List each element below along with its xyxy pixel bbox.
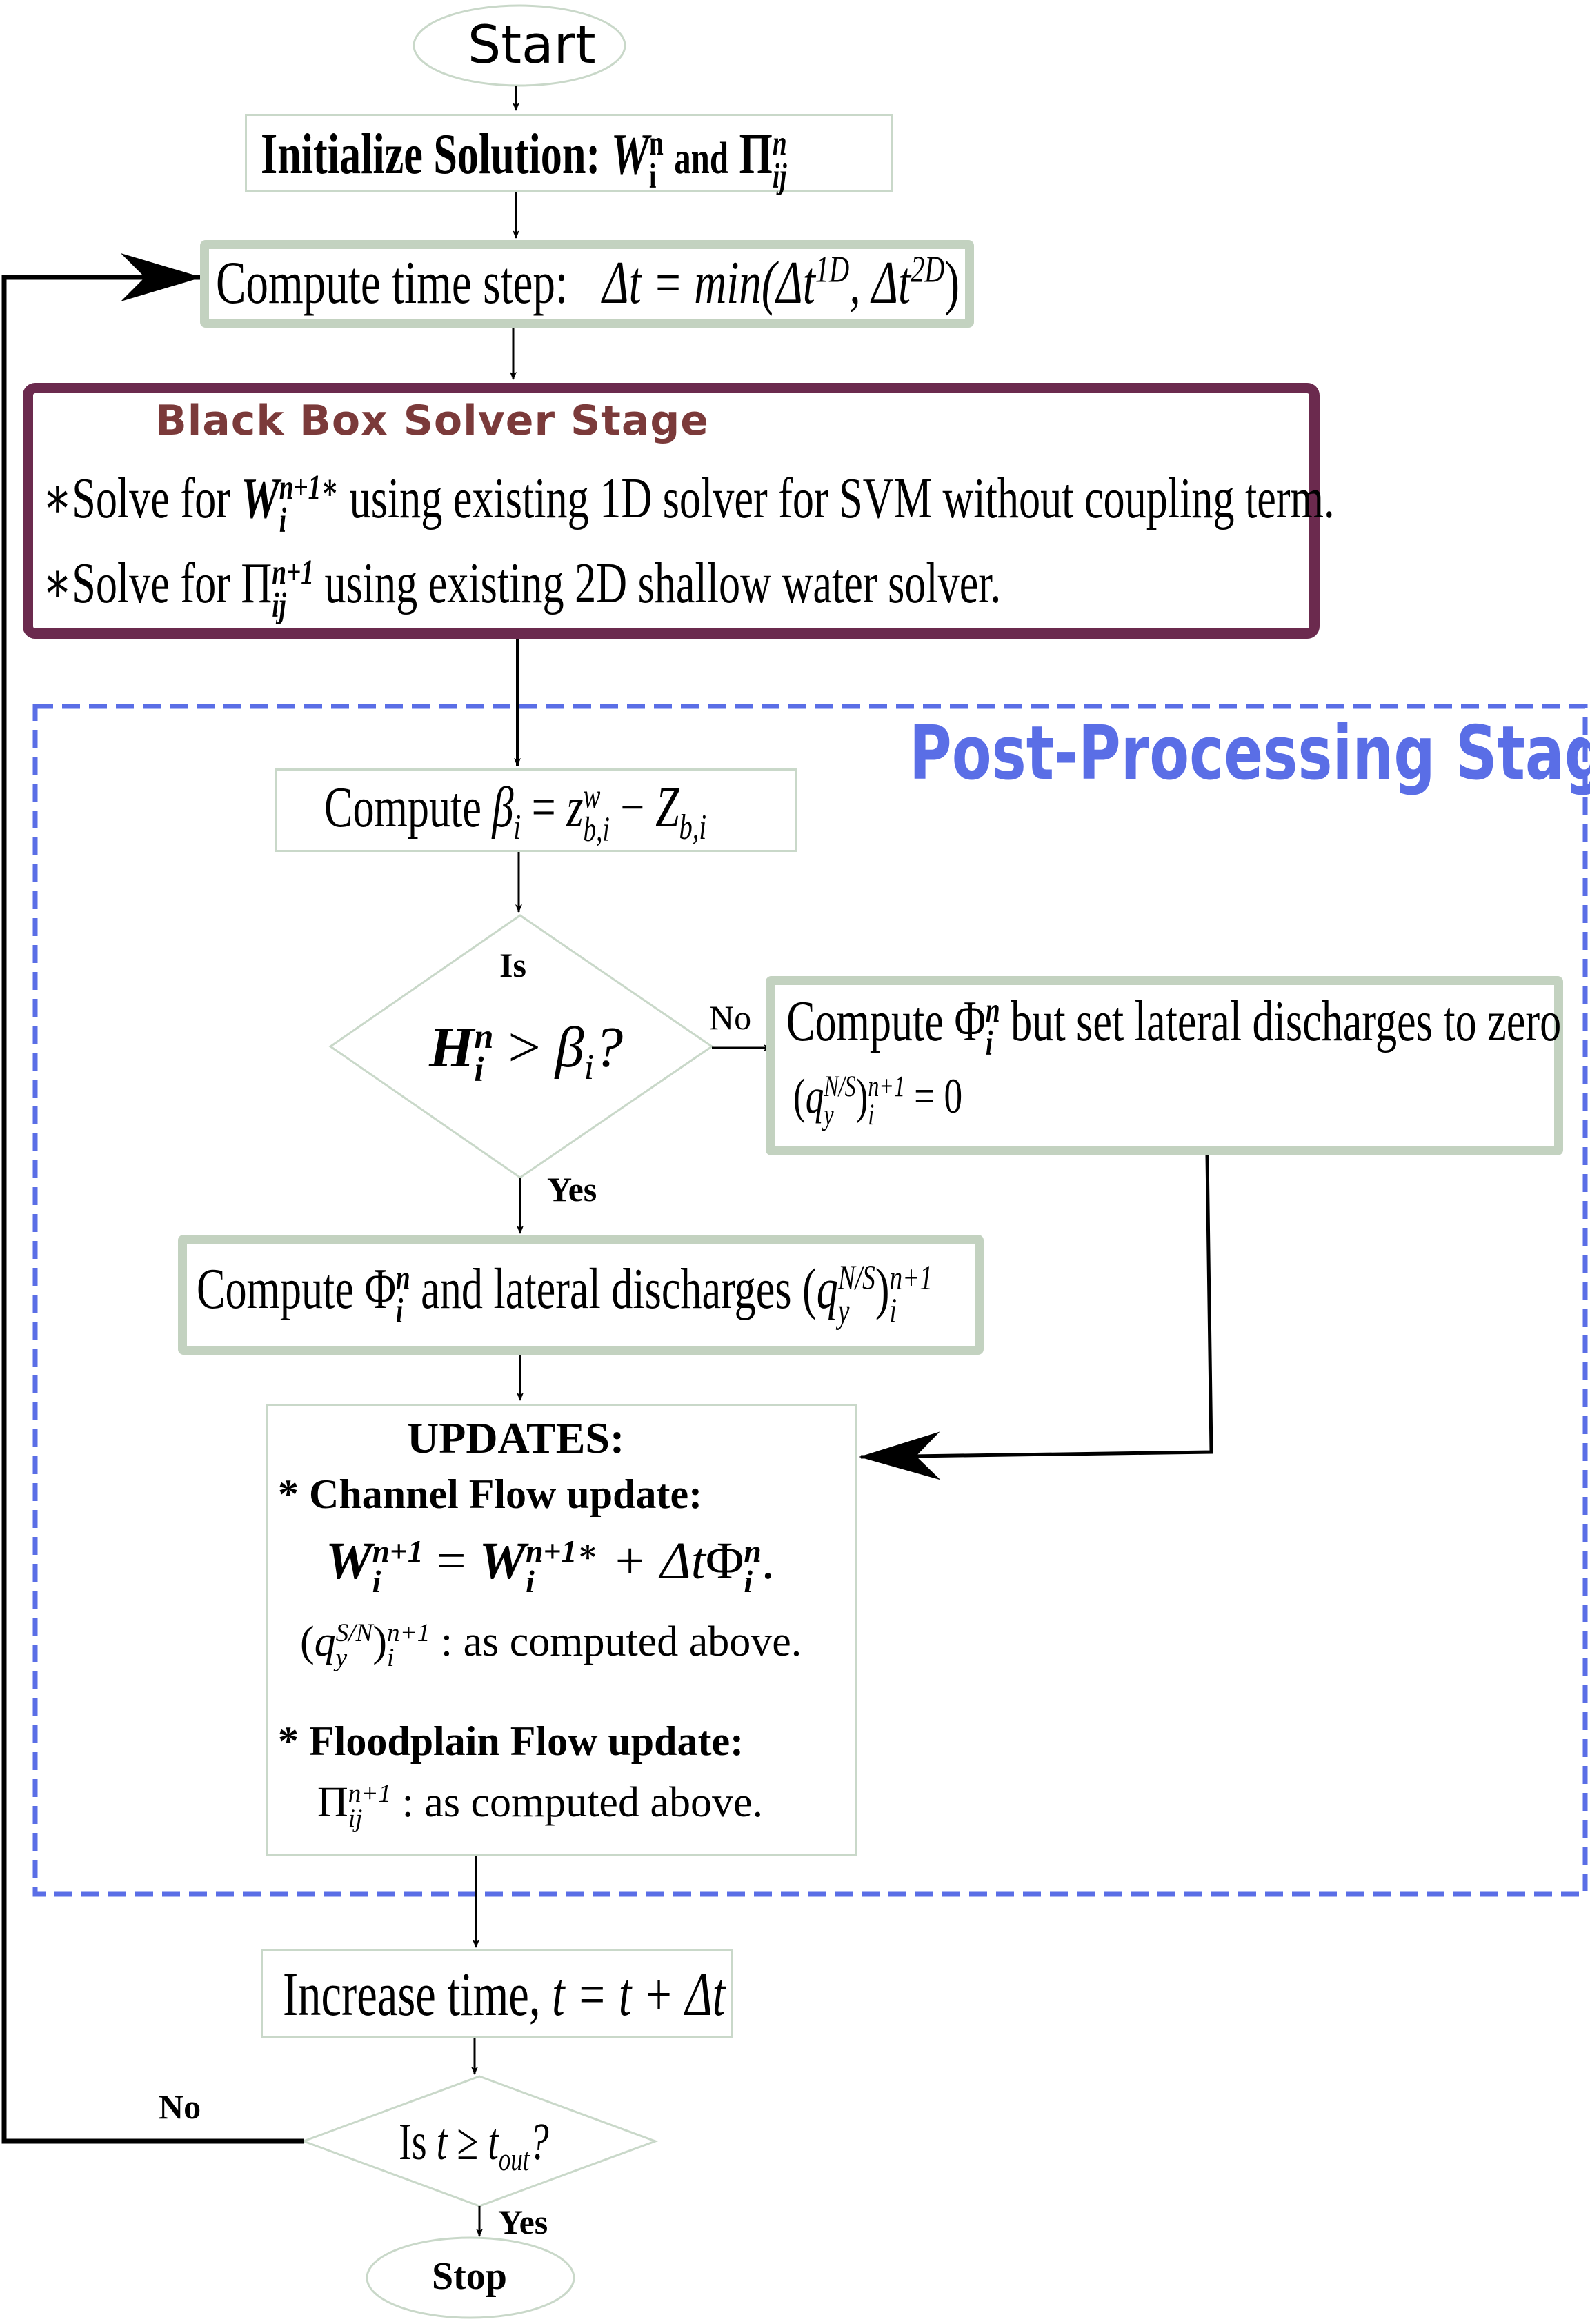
black-box-title: Black Box Solver Stage <box>155 397 709 445</box>
timestep-box <box>200 240 974 328</box>
decision1-is: Is <box>499 946 526 984</box>
stop-terminal <box>366 2236 575 2319</box>
updates-title: UPDATES: <box>407 1413 625 1462</box>
yes-branch-box <box>178 1235 984 1355</box>
post-processing-region <box>32 704 1588 1897</box>
decision2-yes-label: Yes <box>498 2203 548 2241</box>
beta-box <box>275 768 797 852</box>
updates-channel: * Channel Flow update: <box>278 1471 703 1517</box>
init-box <box>245 114 893 192</box>
decision2-no-label: No <box>159 2087 201 2126</box>
decision1-yes-label: Yes <box>547 1170 597 1209</box>
updates-box <box>266 1404 857 1856</box>
timestep-text: Compute time step: Δt = min(Δt1D, Δt2D) <box>216 248 960 317</box>
stop-label: Stop <box>432 2255 507 2298</box>
increase-text: Increase time, t = t + Δt <box>283 1960 726 2029</box>
arrow-nobox-to-updates <box>859 1155 1213 1480</box>
no-branch-box <box>766 976 1563 1155</box>
post-processing-title: Post-Processing Stage <box>909 711 1590 797</box>
start-label: Start <box>468 14 596 75</box>
start-terminal <box>413 4 626 87</box>
decision2-text: Is t ≥ tout? <box>399 2113 549 2178</box>
black-box-solver <box>23 383 1320 639</box>
updates-floodplain: * Floodplain Flow update: <box>278 1718 744 1764</box>
increase-box <box>261 1949 733 2038</box>
decision1-no-label: No <box>709 998 752 1037</box>
arrow-loop-back <box>1 253 304 2144</box>
